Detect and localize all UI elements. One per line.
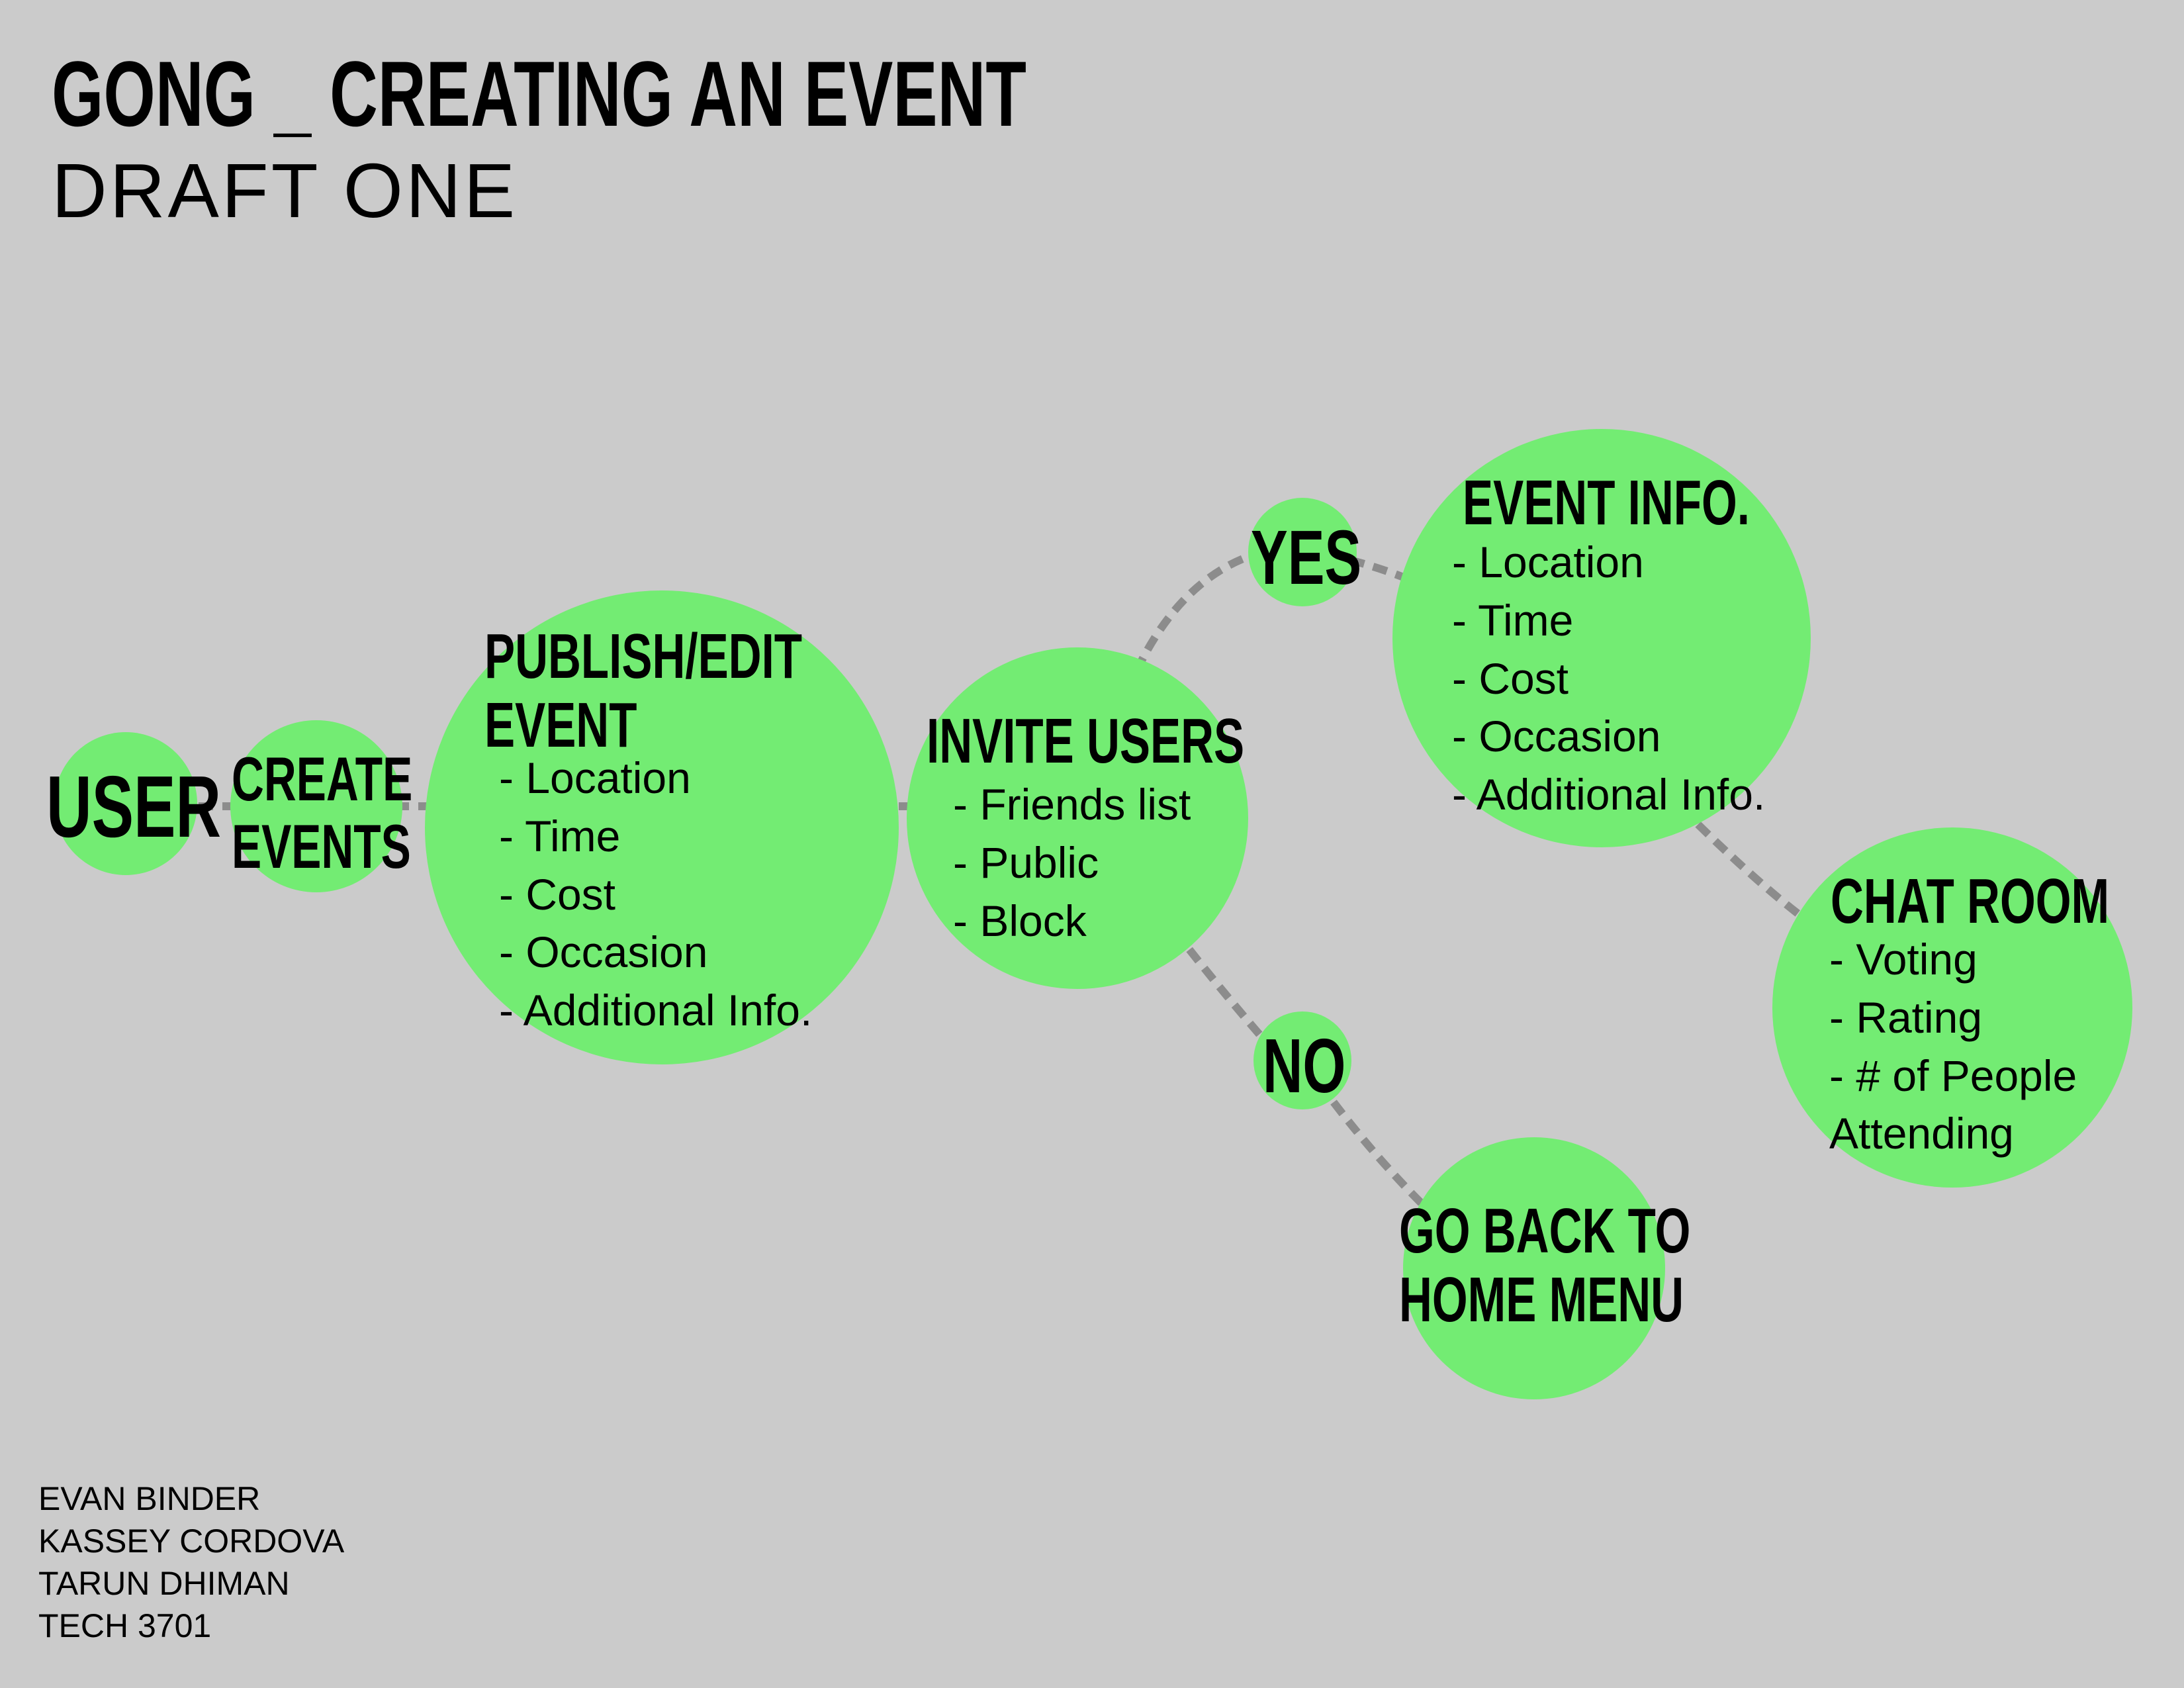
invite-users-node-label: INVITE USERS [927, 706, 1245, 776]
chat-room-node-label: CHAT ROOM [1831, 866, 2110, 937]
list-item: - Location [1452, 538, 1644, 586]
list-item: - Time [499, 811, 621, 861]
list-item: Attending [1829, 1109, 2014, 1158]
credit-line: KASSEY CORDOVA [38, 1523, 345, 1560]
page-title: GONG _ CREATING AN EVENT [52, 42, 1026, 146]
list-item: - Location [499, 753, 691, 802]
invite-users-node-circle [907, 647, 1248, 989]
list-item: - Rating [1829, 992, 1983, 1042]
list-item: - # of People [1829, 1051, 2077, 1100]
invite-users-options-list: - Friends list - Public - Block [953, 776, 1191, 950]
list-item: - Time [1452, 595, 1574, 645]
node-circles [54, 429, 2132, 1399]
event-info-node-circle [1392, 429, 1811, 847]
event-info-node-label: EVENT INFO. [1463, 467, 1750, 538]
chat-room-features-list: - Voting - Rating - # of People Attendin… [1829, 931, 2077, 1163]
credit-line: EVAN BINDER [38, 1480, 261, 1517]
no-node-label: NO [1263, 1023, 1346, 1109]
list-item: - Occasion [1452, 712, 1661, 761]
publish-edit-event-node-circle [425, 590, 899, 1064]
create-events-node-circle [230, 720, 402, 892]
list-item: - Occasion [499, 927, 708, 977]
event-info-details-list: - Location - Time - Cost - Occasion - Ad… [1452, 534, 1765, 824]
publish-edit-event-label-line-1: PUBLISH/EDIT [484, 621, 803, 692]
no-node-circle [1253, 1011, 1351, 1109]
go-back-home-label-line-1: GO BACK TO [1399, 1196, 1691, 1266]
list-item: - Voting [1829, 935, 1978, 984]
user-node-label: USER [46, 758, 222, 855]
list-item: - Friends list [953, 780, 1191, 829]
page-subtitle: DRAFT ONE [52, 148, 518, 234]
publish-edit-event-label-line-2: EVENT [484, 689, 637, 761]
list-item: - Additional Info. [1452, 770, 1766, 820]
credit-line: TECH 3701 [38, 1607, 212, 1644]
chat-room-node-circle [1772, 827, 2132, 1188]
edge-no-goback [1330, 1100, 1426, 1208]
create-events-label-line-2: EVENTS [232, 811, 411, 881]
user-node-circle [54, 732, 197, 875]
publish-edit-event-details-list: - Location - Time - Cost - Occasion - Ad… [499, 749, 812, 1040]
publish-edit-event-node-label: PUBLISH/EDIT EVENT [484, 622, 802, 759]
list-item: - Cost [499, 869, 616, 919]
credits-block: EVAN BINDER KASSEY CORDOVA TARUN DHIMAN … [38, 1477, 344, 1647]
create-events-label-line-1: CREATE [232, 744, 413, 814]
yes-node-label: YES [1251, 514, 1362, 600]
credit-line: TARUN DHIMAN [38, 1565, 290, 1602]
go-back-home-node-label: GO BACK TO HOME MENU [1399, 1197, 1690, 1334]
go-back-home-node-circle [1403, 1137, 1665, 1399]
list-item: - Block [953, 896, 1087, 945]
list-item: - Public [953, 837, 1099, 887]
go-back-home-label-line-2: HOME MENU [1399, 1264, 1684, 1335]
yes-node-circle [1248, 498, 1357, 606]
create-events-node-label: CREATE EVENTS [232, 745, 412, 880]
list-item: - Additional Info. [499, 986, 813, 1035]
list-item: - Cost [1452, 653, 1569, 703]
